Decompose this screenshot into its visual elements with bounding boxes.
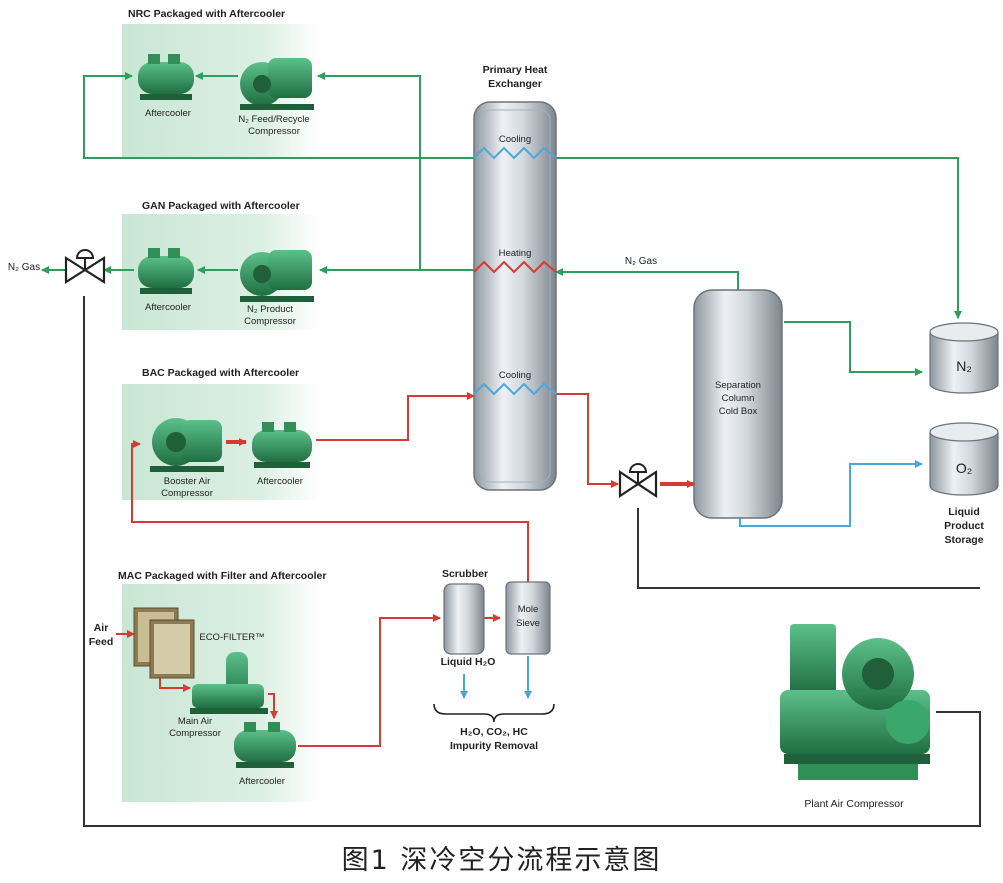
n2-gas-out-label: N₂ Gas [7,262,41,273]
sieve-to-bac-line [131,440,529,582]
nrc-title: NRC Packaged with Aftercooler [128,8,286,20]
scrubber-vessel-icon [443,583,485,655]
gan-compressor-label-2: Compressor [244,316,296,327]
hx-title-1: Primary Heat [482,64,548,76]
mac-aftercooler-label: Aftercooler [239,776,285,787]
storage-tank-icon [929,422,999,496]
hx-cooling-coil-top [473,146,557,160]
n2-gas-return-label: N₂ Gas [624,256,658,267]
mole-sieve-vessel-icon [505,581,551,655]
column-to-n2-line [784,321,923,376]
compressor-icon [240,58,314,110]
valve-icon[interactable] [64,249,106,284]
plant-air-compressor-label: Plant Air Compressor [804,798,904,810]
mac-out-line [298,614,441,747]
gan-compressor-label-1: N₂ Product [247,304,293,315]
storage-label-3: Storage [944,534,984,546]
separation-label-1: Separation [715,380,761,391]
separation-label-2: Column [721,393,755,404]
gan-title: GAN Packaged with Aftercooler [142,200,300,212]
plant-air-valve-line [637,508,980,589]
aftercooler-icon [234,722,296,768]
filter-to-mac-line [159,674,191,692]
liquid-h2o-label: Liquid H₂O [440,656,496,668]
scrubber-label: Scrubber [441,568,489,580]
air-feed-label-1: Air [93,622,109,634]
hx-zone-cooling-top: Cooling [498,134,532,145]
storage-label-1: Liquid [948,506,980,518]
bac-title: BAC Packaged with Aftercooler [142,367,300,379]
hx-to-n2-storage-line [556,157,962,319]
bac-compressor-label-1: Booster Air [163,476,211,487]
mole-sieve-label-1: Mole [517,604,539,615]
storage-tank-icon [929,322,999,394]
nrc-compressor-label-1: N₂ Feed/Recycle [238,114,310,125]
hx-cooling-coil-bottom [473,382,557,396]
n2-return-line [555,268,739,292]
heat-exchanger-icon [473,101,557,491]
hx-title-2: Exchanger [488,78,542,90]
aftercooler-icon [138,54,194,100]
mac-compressor-label-2: Compressor [169,728,221,739]
air-feed-label-2: Feed [88,636,114,648]
bac-out-line [316,392,475,441]
mole-sieve-label-2: Sieve [516,618,540,629]
bac-compressor-label-2: Compressor [161,488,213,499]
nrc-aftercooler-label: Aftercooler [145,108,191,119]
bac-aftercooler-label: Aftercooler [257,476,303,487]
n2-storage-label: N₂ [956,358,972,374]
compressor-icon [240,250,314,302]
hx-zone-cooling-bottom: Cooling [498,370,532,381]
nrc-feed-line [317,72,421,270]
separation-column-icon [693,289,783,519]
compressor-icon [190,652,268,714]
separation-label-3: Cold Box [718,406,758,417]
aftercooler-icon [252,422,312,468]
impurity-label-2: Impurity Removal [449,740,539,752]
mac-title: MAC Packaged with Filter and Aftercooler [118,570,327,582]
storage-label-2: Product [944,520,984,532]
mac-to-aftercooler-line [268,693,278,719]
nrc-compressor-label-2: Compressor [248,126,300,137]
compressor-icon [150,418,224,472]
o2-storage-label: O₂ [955,460,973,476]
gan-aftercooler-label: Aftercooler [145,302,191,313]
column-to-o2-line [739,460,923,527]
nrc-loop-line [83,72,474,159]
mac-compressor-label-1: Main Air [177,716,213,727]
hx-to-valve-line [556,393,619,488]
aftercooler-icon [138,248,194,294]
valve-icon[interactable] [618,463,658,499]
impurity-label-1: H₂O, CO₂, HC [460,726,528,738]
hx-zone-heating: Heating [498,248,532,259]
plant-air-line [83,296,981,827]
plant-air-compressor-icon [780,624,930,780]
filter-icon [133,607,195,679]
figure-caption: 图1 深冷空分流程示意图 [341,845,662,876]
hx-heating-coil [473,260,557,274]
impurity-brace [433,703,555,723]
eco-filter-label: ECO-FILTER™ [199,632,265,643]
